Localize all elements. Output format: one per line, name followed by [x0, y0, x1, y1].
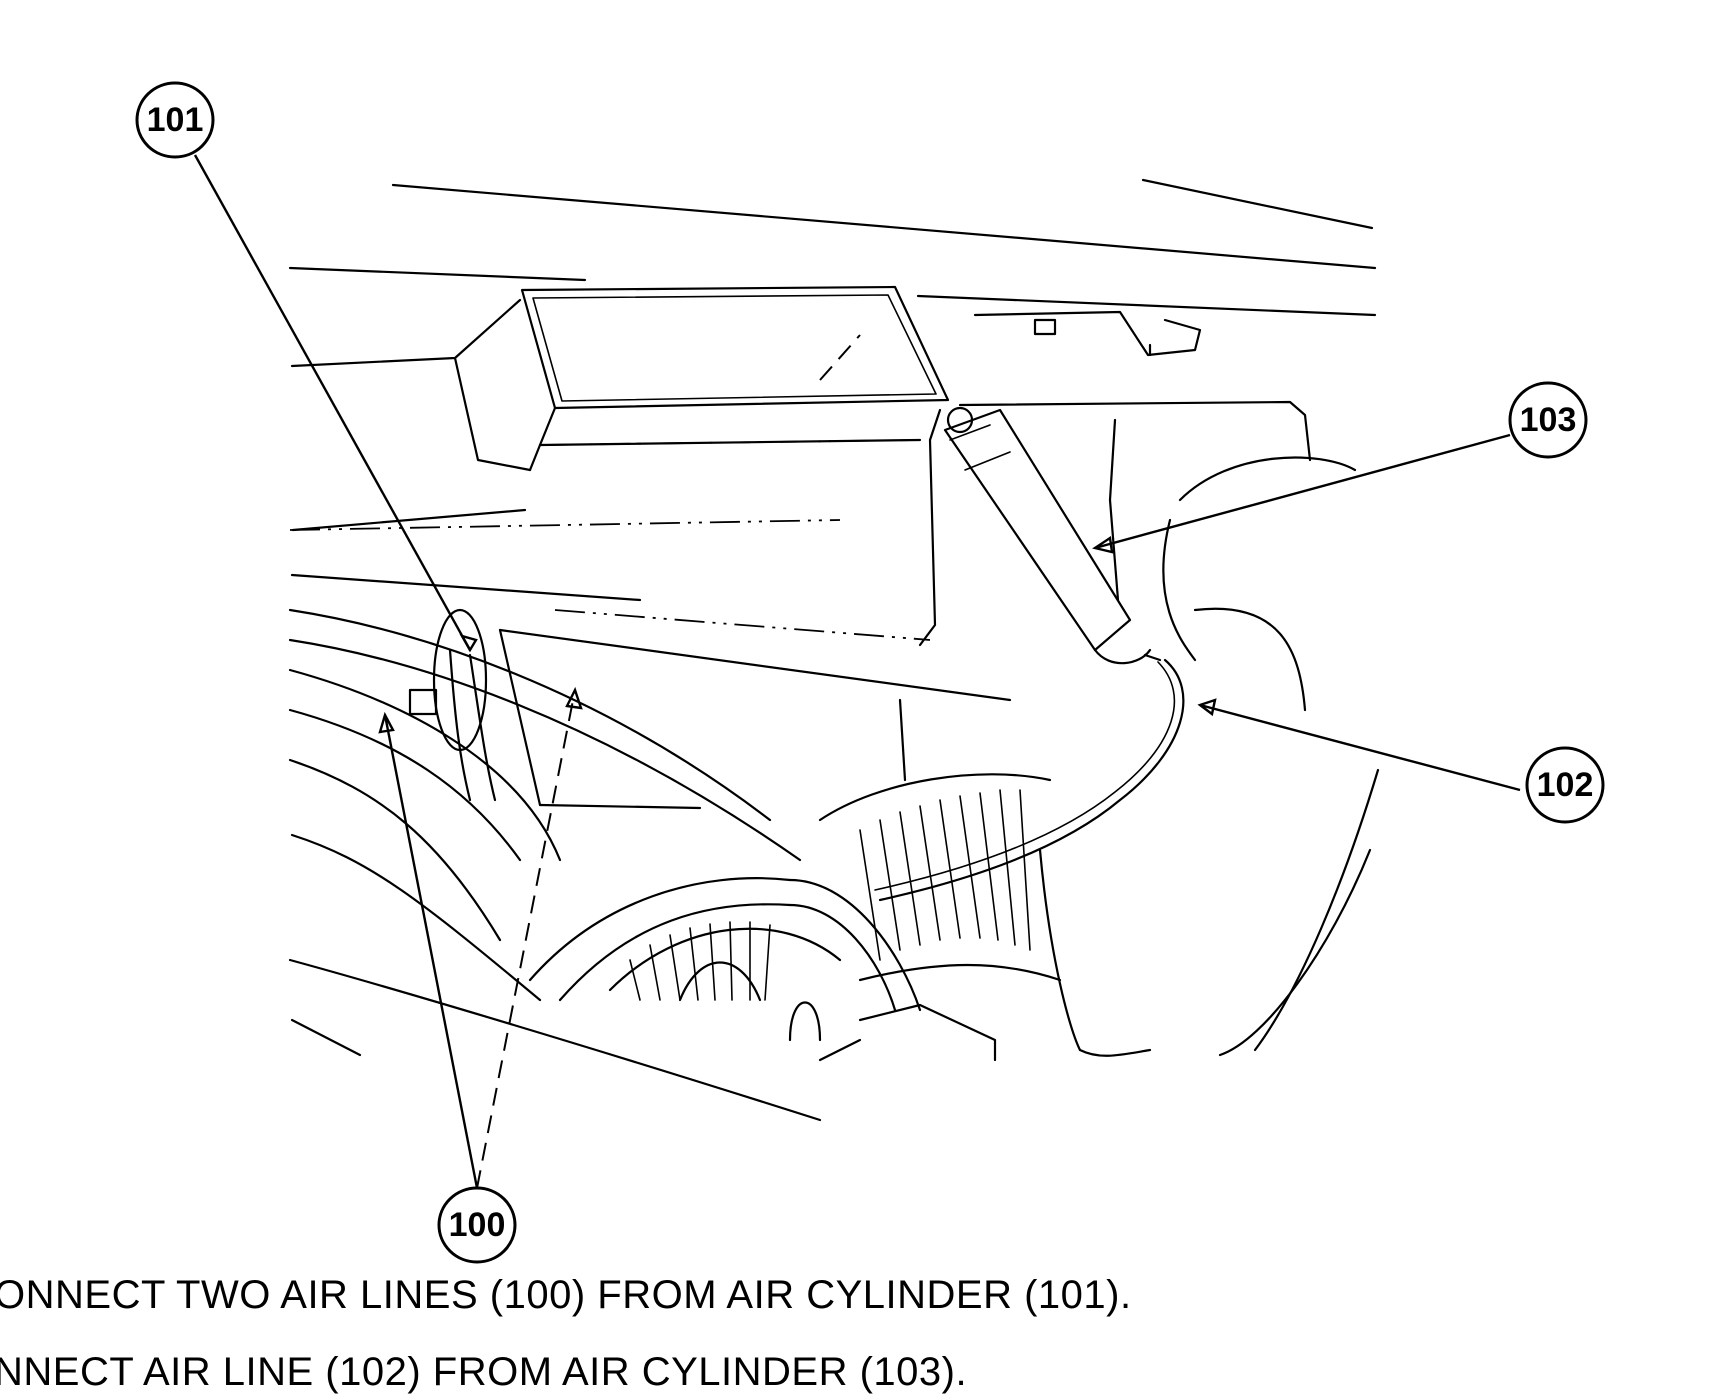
- callout-101: 101: [135, 81, 215, 159]
- instruction-step-1: ONNECT TWO AIR LINES (100) FROM AIR CYLI…: [0, 1273, 1132, 1317]
- instruction-step-2: NNECT AIR LINE (102) FROM AIR CYLINDER (…: [0, 1350, 968, 1394]
- callout-102-label: 102: [1537, 766, 1594, 804]
- housing: [289, 400, 1312, 810]
- air-duct: [1038, 456, 1380, 1057]
- callout-102: 102: [1525, 746, 1605, 824]
- callout-103: 103: [1508, 381, 1588, 459]
- callout-100-label: 100: [449, 1206, 506, 1244]
- air-cylinder-diagram: 101 103 102 100: [135, 81, 1605, 1264]
- leader-lines: [193, 154, 1521, 1189]
- access-cover: [453, 285, 950, 472]
- callout-101-label: 101: [147, 101, 204, 139]
- body-panel-lines: [288, 178, 1377, 602]
- mounting-bracket: [973, 310, 1202, 357]
- fan-grille: [608, 921, 997, 1062]
- callout-100: 100: [437, 1186, 517, 1264]
- hoses: [288, 608, 922, 1122]
- air-cylinder-101: [408, 608, 497, 802]
- air-cylinder-103: [943, 406, 1162, 665]
- air-line-102: [874, 658, 1185, 902]
- callout-103-label: 103: [1520, 401, 1577, 439]
- corrugated-hose: [818, 773, 1062, 982]
